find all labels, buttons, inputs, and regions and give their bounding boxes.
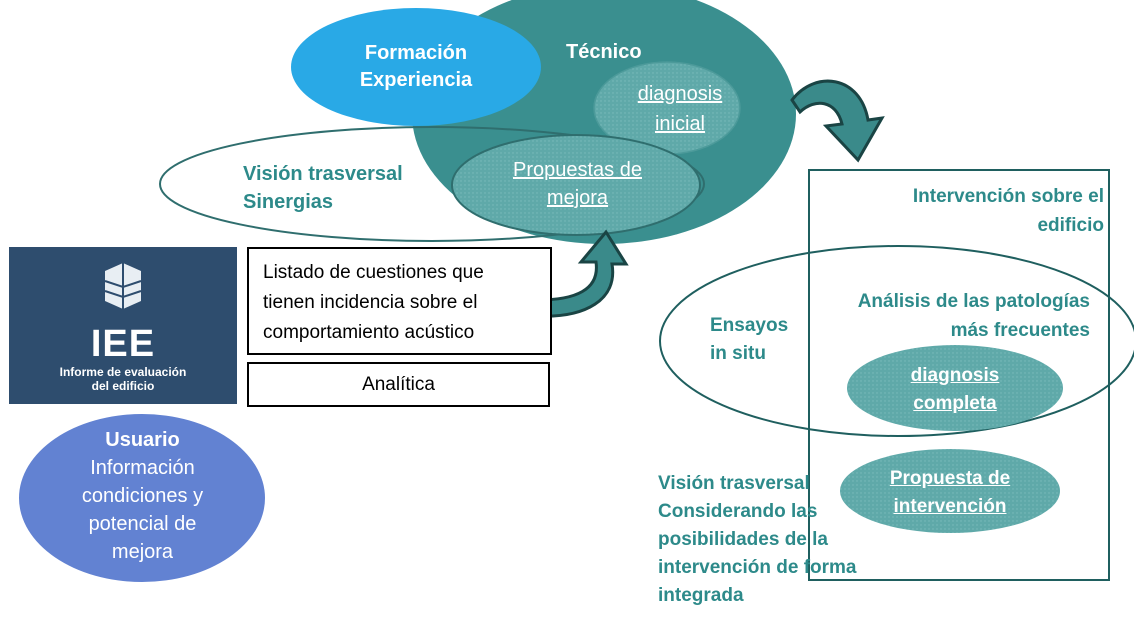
listado-box: Listado de cuestiones que tienen inciden… — [247, 247, 552, 355]
curved-arrow-right-icon — [790, 79, 885, 163]
curved-arrow-up-icon — [536, 229, 629, 318]
intervencion-title: Intervención sobre el edificio — [912, 186, 1104, 236]
usuario-title: Usuario — [105, 429, 180, 451]
building-icon — [104, 263, 142, 309]
iee-logo: IEE Informe de evaluación del edificio — [9, 247, 237, 404]
diagnosis-completa-label: diagnosis completa — [910, 365, 1000, 414]
iee-name: Informe de evaluación del edificio — [59, 365, 187, 393]
analitica-box: Analítica — [247, 362, 550, 407]
ensayos-label: Ensayos in situ — [710, 315, 789, 364]
formacion-ellipse — [291, 8, 541, 126]
usuario-circle — [19, 414, 265, 582]
diagnosis-completa-ellipse — [847, 345, 1063, 431]
vision-left-label: Visión trasversal Sinergias — [243, 163, 403, 213]
analitica-label: Analítica — [362, 374, 435, 395]
diagnosis-inicial-label: diagnosis inicial — [637, 83, 723, 135]
listado-line3: comportamiento acústico — [263, 322, 475, 343]
propuesta-intervencion-label: Propuesta de intervención — [889, 468, 1011, 517]
intervencion-frame — [808, 169, 1110, 581]
propuesta-intervencion-ellipse — [840, 449, 1060, 533]
listado-line2: tienen incidencia sobre el — [263, 292, 478, 313]
iee-acronym: IEE — [90, 323, 156, 365]
vision-left-ellipse — [159, 126, 705, 242]
ensayos-ellipse — [659, 245, 1134, 437]
vision-right-label: Visión trasversal Considerando las posib… — [658, 473, 857, 606]
formacion-label: Formación Experiencia — [359, 42, 473, 91]
tecnico-title: Técnico — [566, 41, 642, 63]
listado-line1: Listado de cuestiones que — [263, 262, 484, 283]
analisis-label: Análisis de las patologías más frecuente… — [857, 291, 1090, 341]
propuestas-mejora-ellipse — [451, 134, 701, 236]
propuestas-mejora-label: Propuestas de mejora — [513, 159, 642, 209]
usuario-label: Usuario Información condiciones y potenc… — [45, 426, 240, 566]
